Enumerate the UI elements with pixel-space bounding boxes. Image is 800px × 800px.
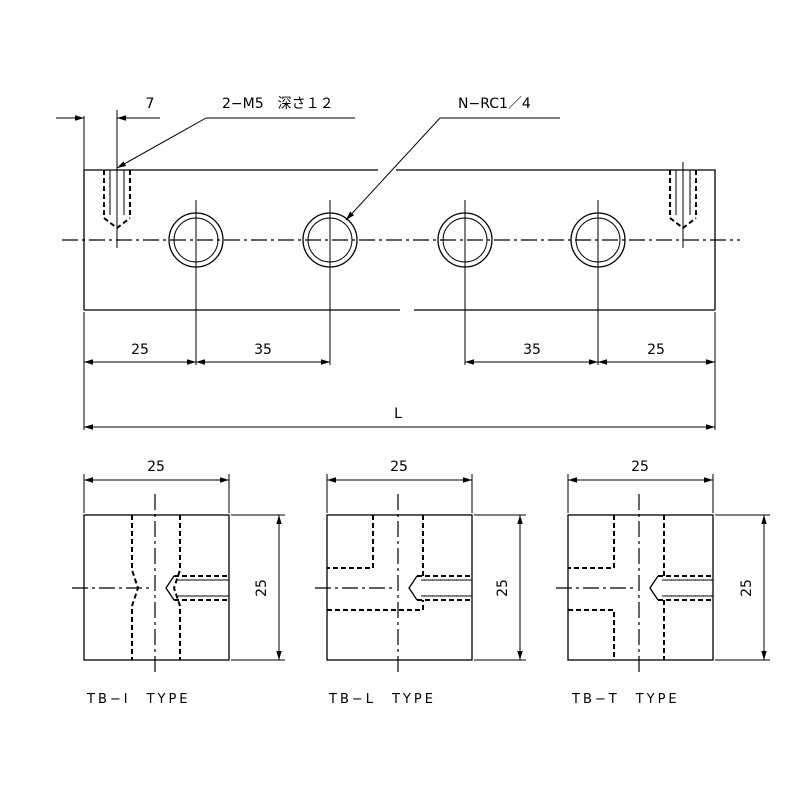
tb-t-width-dim: 25 bbox=[631, 459, 649, 475]
side-view-tb-i: 25 25 TB−I TYPE bbox=[72, 459, 285, 707]
tb-i-type-label: TB−I TYPE bbox=[86, 692, 191, 707]
side-view-tb-l: 25 25 TB−L TYPE bbox=[315, 459, 526, 707]
dim-right-35: 35 bbox=[465, 342, 598, 365]
dim-left-25: 25 bbox=[84, 342, 196, 365]
tb-l-width-dim: 25 bbox=[390, 459, 408, 475]
tb-t-type-label: TB−T TYPE bbox=[571, 692, 680, 707]
tb-l-type-label: TB−L TYPE bbox=[328, 692, 436, 707]
tb-t-height-dim: 25 bbox=[739, 579, 755, 597]
callout-port: N−RC1／4 bbox=[345, 96, 560, 221]
dim-right-25: 25 bbox=[598, 342, 715, 365]
main-view: 7 2−M5 深さ１２ N−RC1／4 25 35 35 bbox=[56, 96, 740, 430]
dim-right-35-label: 35 bbox=[523, 342, 541, 358]
dim-7-label: 7 bbox=[146, 96, 155, 112]
dim-right-25-label: 25 bbox=[647, 342, 665, 358]
dim-edge-7: 7 bbox=[56, 96, 160, 170]
callout-tapped-hole-label: 2−M5 深さ１２ bbox=[222, 96, 334, 112]
callout-port-label: N−RC1／4 bbox=[458, 96, 531, 112]
side-view-tb-t: 25 25 TB−T TYPE bbox=[556, 459, 770, 707]
callout-tapped-hole: 2−M5 深さ１２ bbox=[116, 96, 355, 169]
dim-left-35: 35 bbox=[196, 342, 330, 365]
tapped-hole-left bbox=[103, 162, 131, 248]
dim-left-35-label: 35 bbox=[254, 342, 272, 358]
dim-left-25-label: 25 bbox=[131, 342, 149, 358]
tb-i-width-dim: 25 bbox=[147, 459, 165, 475]
dim-total-length: L bbox=[84, 406, 715, 430]
tapped-hole-right bbox=[669, 162, 697, 248]
tb-i-height-dim: 25 bbox=[254, 579, 270, 597]
tb-l-height-dim: 25 bbox=[495, 579, 511, 597]
dim-total-label: L bbox=[394, 406, 402, 422]
